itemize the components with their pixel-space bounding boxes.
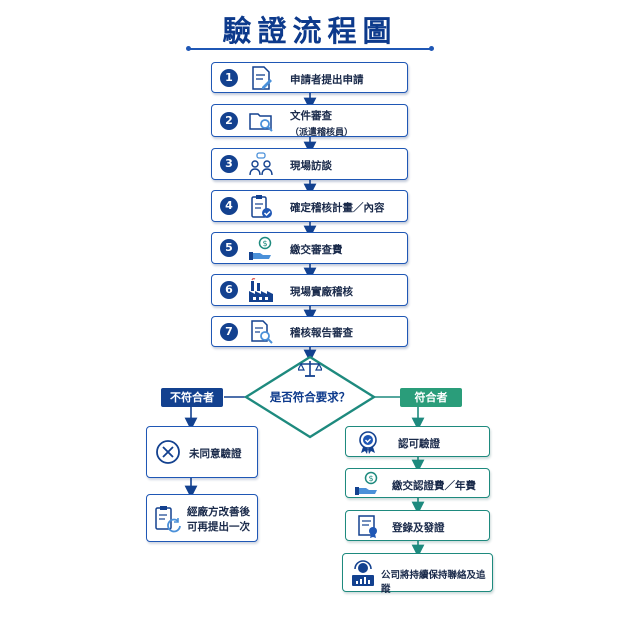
register-label: 登錄及發證: [392, 522, 445, 534]
step-label: 現場訪談: [290, 160, 332, 172]
report-search-icon: [251, 320, 273, 344]
folder-search-icon: [249, 113, 273, 132]
step-4-box: 4 確定稽核計畫／內容: [211, 190, 408, 222]
follow-up-box: 公司將持續保持聯絡及追蹤: [342, 553, 493, 595]
follow-up-label: 公司將持續保持聯絡及追蹤: [381, 570, 486, 595]
step-3-box: 3 現場訪談: [211, 148, 408, 180]
step-7-box: 7 稽核報告審查: [211, 316, 408, 347]
not-approved-box: 未同意驗證: [146, 426, 258, 478]
document-pen-icon: [252, 66, 272, 90]
headset-chart-icon: [352, 560, 374, 586]
svg-text:$: $: [262, 239, 267, 248]
step-1-box: 1 申請者提出申請: [211, 62, 408, 93]
step-label: 文件審查 （派遣稽核員）: [290, 108, 403, 138]
cert-fee-box: $ 繳交認證費／年費: [345, 468, 490, 498]
clipboard-check-icon: [251, 195, 272, 218]
no-branch-tag: 不符合者: [161, 388, 223, 407]
step-number: 1: [220, 69, 238, 87]
title-underline: [190, 48, 430, 50]
page-title: 驗證流程圖: [222, 14, 398, 48]
step-label-main: 文件審查: [290, 110, 332, 122]
svg-text:$: $: [368, 474, 373, 483]
step-5-box: 5 $ 繳交審查費: [211, 232, 408, 264]
hand-coin-icon: $: [355, 471, 378, 495]
x-circle-icon: [156, 440, 180, 464]
register-box: 登錄及發證: [345, 510, 490, 541]
step-label-sub: （派遣稽核員）: [290, 128, 354, 138]
resubmit-label: 經廠方改善後 可再提出一次: [187, 506, 250, 533]
step-label: 稽核報告審查: [290, 327, 353, 339]
clipboard-refresh-icon: [155, 506, 181, 533]
scale-icon: [298, 361, 322, 377]
resubmit-box: 經廠方改善後 可再提出一次: [146, 494, 258, 542]
step-label: 現場實廠稽核: [290, 286, 353, 298]
approved-label: 認可驗證: [398, 438, 440, 450]
decision-label: 是否符合要求？: [269, 390, 351, 404]
approved-box: 認可驗證: [345, 426, 490, 457]
step-number: 6: [220, 281, 238, 299]
certificate-icon: [358, 515, 377, 538]
step-number: 2: [220, 112, 238, 130]
title-underline-dot: [429, 46, 434, 51]
step-label: 確定稽核計畫／內容: [290, 202, 385, 214]
hand-coin-icon: $: [249, 236, 272, 260]
cert-fee-label: 繳交認證費／年費: [392, 480, 476, 492]
factory-icon: [249, 278, 273, 302]
step-6-box: 6 現場實廠稽核: [211, 274, 408, 306]
title-underline-dot: [186, 46, 191, 51]
step-label: 申請者提出申請: [290, 74, 364, 86]
yes-branch-tag: 符合者: [400, 388, 462, 407]
step-2-box: 2 文件審查 （派遣稽核員）: [211, 104, 408, 138]
step-number: 7: [220, 323, 238, 341]
step-number: 5: [220, 239, 238, 257]
step-label: 繳交審查費: [290, 244, 343, 256]
step-number: 4: [220, 197, 238, 215]
not-approved-label: 未同意驗證: [189, 448, 242, 460]
badge-check-icon: [359, 431, 377, 454]
step-number: 3: [220, 155, 238, 173]
interview-people-icon: [249, 152, 273, 176]
